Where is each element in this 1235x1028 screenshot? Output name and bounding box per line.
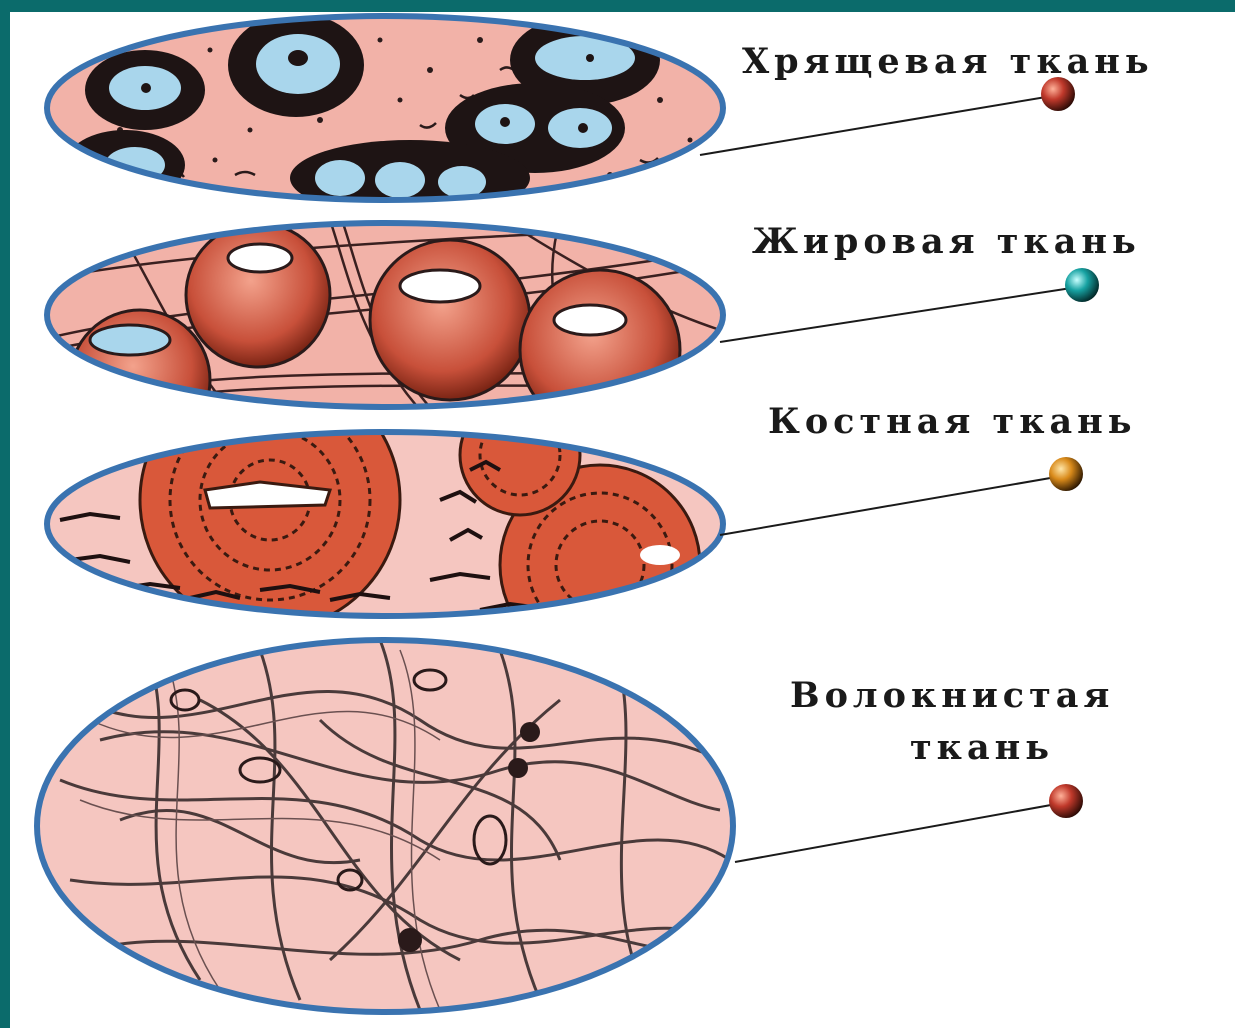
fibrous-tissue-circle [37, 640, 733, 1012]
label-adipose: Жировая ткань [752, 216, 1141, 268]
leader-line-fibrous [735, 803, 1062, 862]
label-cartilage: Хрящевая ткань [742, 36, 1154, 88]
cartilage-tissue-circle [47, 13, 723, 216]
label-fibrous-line2: ткань [910, 722, 1054, 774]
bone-tissue-circle [47, 370, 723, 665]
leader-line-cartilage [700, 96, 1052, 155]
bead-orange-icon [1049, 457, 1083, 491]
leader-line-adipose [720, 287, 1078, 342]
bead-teal-icon [1065, 268, 1099, 302]
label-fibrous-line1: Волокнистая [790, 670, 1114, 722]
adipose-tissue-circle [40, 220, 723, 450]
label-bone: Костная ткань [768, 396, 1137, 448]
leader-line-bone [720, 476, 1062, 535]
bead-red-icon [1049, 784, 1083, 818]
